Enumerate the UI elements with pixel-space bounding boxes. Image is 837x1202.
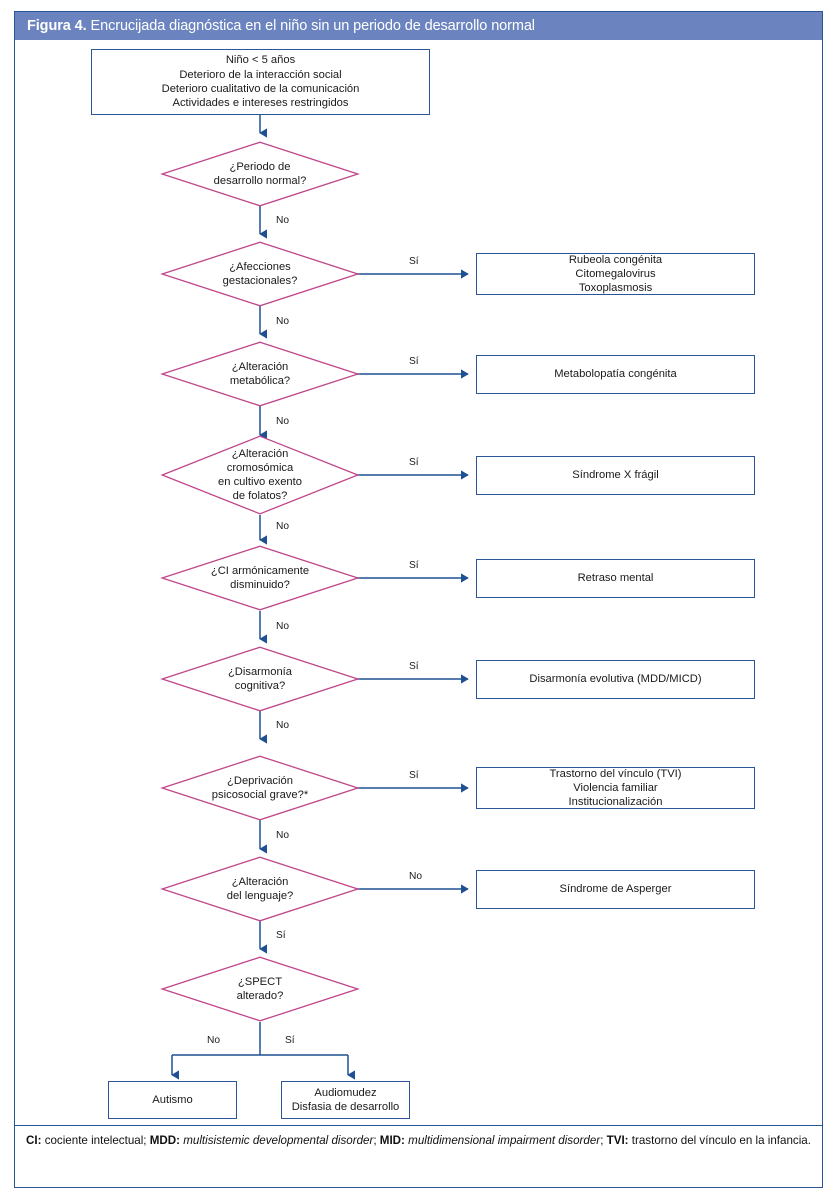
decision-alteracion-cromosomica: ¿Alteración cromosómica en cultivo exent… — [160, 435, 360, 515]
outcome-line: Institucionalización — [568, 796, 663, 809]
edge-label-down: No — [276, 316, 290, 327]
edge-label-down: No — [276, 215, 290, 226]
edge-label-right: No — [409, 871, 423, 882]
outcome-box-sindrome-x-fragil: Síndrome X frágil — [476, 456, 755, 495]
outcome-box-trastorno-vinculo: Trastorno del vínculo (TVI) Violencia fa… — [476, 767, 755, 809]
decision-alteracion-metabolica: ¿Alteración metabólica? — [160, 341, 360, 407]
terminal-line: Audiomudez — [314, 1086, 377, 1099]
edge-label-down: No — [276, 830, 290, 841]
outcome-box-disarmonia-evolutiva: Disarmonía evolutiva (MDD/MICD) — [476, 660, 755, 699]
start-box-line: Deterioro de la interacción social — [179, 68, 342, 81]
outcome-box-infecciones-congenitas: Rubeola congénita Citomegalovirus Toxopl… — [476, 253, 755, 295]
footnote-segment: cociente intelectual; — [41, 1134, 150, 1147]
edge-label-right: Sí — [409, 661, 419, 672]
edge-label-right: Sí — [409, 457, 419, 468]
decision-periodo-desarrollo-normal: ¿Periodo de desarrollo normal? — [160, 141, 360, 207]
footnote-segment: multidimensional impairment disorder — [408, 1134, 601, 1147]
outcome-line: Síndrome de Asperger — [559, 883, 672, 896]
outcome-line: Metabolopatía congénita — [554, 368, 677, 381]
decision-disarmonia-cognitiva: ¿Disarmonía cognitiva? — [160, 646, 360, 712]
outcome-line: Toxoplasmosis — [578, 282, 653, 295]
outcome-box-sindrome-asperger: Síndrome de Asperger — [476, 870, 755, 909]
edge-label-right: Sí — [409, 770, 419, 781]
terminal-line: Disfasia de desarrollo — [291, 1101, 400, 1113]
edge-label-down: No — [276, 521, 290, 532]
outcome-line: Trastorno del vínculo (TVI) — [549, 767, 682, 780]
outcome-line: Disarmonía evolutiva (MDD/MICD) — [529, 673, 702, 686]
start-box: Niño < 5 años Deterioro de la interacció… — [91, 49, 430, 115]
edge-label-down: No — [276, 720, 290, 731]
footnote-segment: ; — [373, 1134, 380, 1147]
outcome-line: Retraso mental — [577, 572, 654, 585]
start-box-line: Deterioro cualitativo de la comunicación — [161, 83, 360, 95]
decision-ci-armonicamente-disminuido: ¿CI armónicamente disminuido? — [160, 545, 360, 611]
edge-label-down: Sí — [276, 930, 286, 941]
terminal-line: Autismo — [152, 1093, 193, 1106]
terminal-box-autismo: Autismo — [108, 1081, 237, 1119]
edge-label-down: No — [276, 416, 290, 427]
terminal-box-audiomudez: Audiomudez Disfasia de desarrollo — [281, 1081, 410, 1119]
start-box-line: Niño < 5 años — [225, 54, 296, 67]
figure-title: Encrucijada diagnóstica en el niño sin u… — [90, 18, 536, 34]
footer-divider — [15, 1125, 822, 1126]
footnote-segment: MID: — [379, 1134, 405, 1147]
figure-label: Figura 4. — [27, 18, 87, 34]
outcome-box-metabolopatia-congenita: Metabolopatía congénita — [476, 355, 755, 394]
outcome-line: Rubeola congénita — [568, 253, 663, 266]
outcome-line: Citomegalovirus — [575, 267, 656, 280]
outcome-line: Violencia familiar — [573, 781, 658, 794]
footnote-segment: MDD: — [149, 1134, 181, 1147]
edge-label-branch-si: Sí — [285, 1035, 295, 1046]
edge-label-down: No — [276, 621, 290, 632]
decision-afecciones-gestacionales: ¿Afecciones gestacionales? — [160, 241, 360, 307]
edge-label-branch-no: No — [207, 1035, 221, 1046]
outcome-box-retraso-mental: Retraso mental — [476, 559, 755, 598]
figure-title-bar: Figura 4. Encrucijada diagnóstica en el … — [15, 12, 822, 40]
decision-spect-alterado: ¿SPECT alterado? — [160, 956, 360, 1022]
edge-label-right: Sí — [409, 356, 419, 367]
decision-alteracion-lenguaje: ¿Alteración del lenguaje? — [160, 856, 360, 922]
footnote-segment: multisistemic developmental disorder — [183, 1134, 374, 1147]
start-box-line: Actividades e intereses restringidos — [172, 97, 349, 110]
edge-label-right: Sí — [409, 560, 419, 571]
footnote-segment: ; — [600, 1134, 607, 1147]
outcome-line: Síndrome X frágil — [572, 469, 659, 482]
footnote-segment: trastorno del vínculo en la infancia. — [628, 1134, 811, 1147]
edge-label-right: Sí — [409, 256, 419, 267]
footnote-segment: CI: — [26, 1134, 42, 1147]
footnote-segment: TVI: — [606, 1134, 629, 1147]
figure-footnote: CI: cociente intelectual; MDD: multisist… — [26, 1133, 814, 1150]
figure-frame-border — [14, 11, 823, 1188]
decision-deprivacion-psicosocial: ¿Deprivación psicosocial grave?* — [160, 755, 360, 821]
